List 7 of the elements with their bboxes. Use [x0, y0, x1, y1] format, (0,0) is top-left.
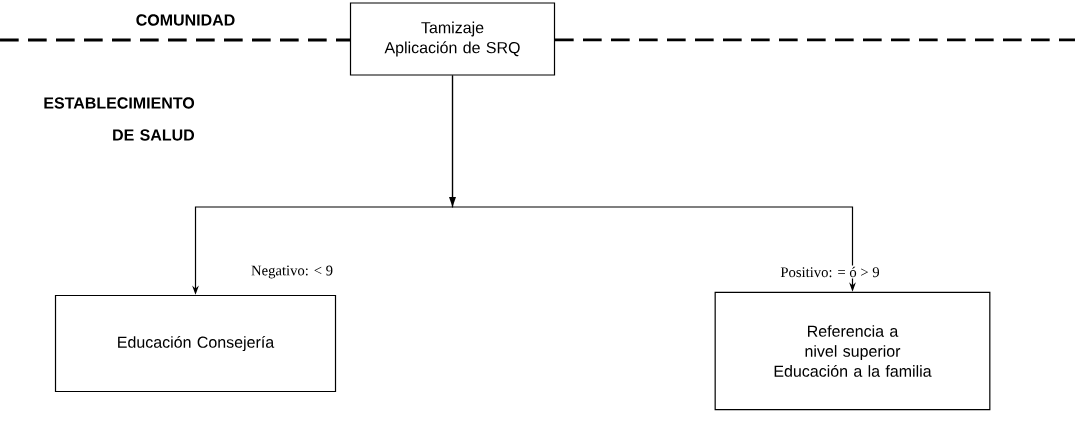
section-label: ESTABLECIMIENTO DE SALUD	[44, 97, 195, 141]
edge-label: Positivo: = ó > 9	[779, 265, 881, 279]
edge-label: Negativo: < 9	[249, 264, 335, 280]
process-box: Referencia a nivel superior Educación a la familia	[714, 291, 991, 411]
process-box: Tamizaje Aplicación de SRQ	[349, 2, 556, 76]
process-box: Educación Consejería	[54, 294, 337, 393]
section-label: COMUNIDAD	[136, 14, 235, 26]
